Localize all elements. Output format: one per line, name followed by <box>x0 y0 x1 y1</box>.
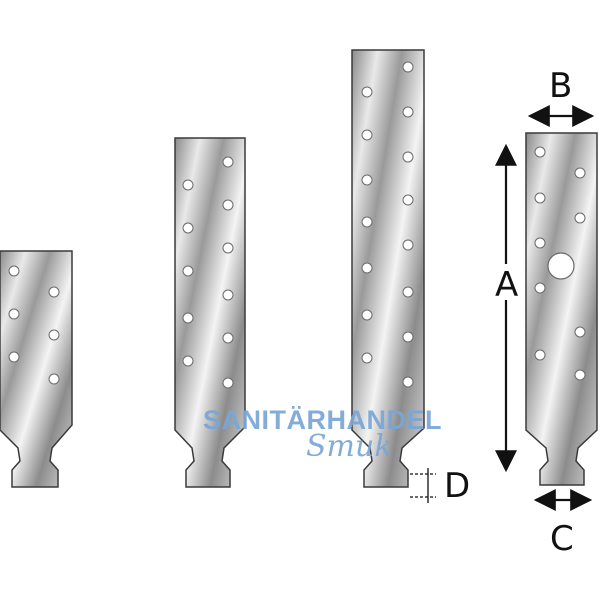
watermark-line1: SANITÄRHANDEL <box>203 405 442 435</box>
bracket-short-plate <box>0 250 73 488</box>
bracket-long <box>351 49 425 488</box>
bracket-short <box>0 250 73 488</box>
watermark: SANITÄRHANDEL Smuk <box>203 405 442 464</box>
watermark-line2: Smuk <box>306 429 393 464</box>
bracket-short-holes <box>8 265 60 385</box>
bracket-dimensioned-plate <box>525 132 598 486</box>
bracket-medium-holes <box>182 156 234 389</box>
dimension-label-b: B <box>549 66 572 106</box>
dimension-d-marks <box>410 468 436 503</box>
dimension-label-c: C <box>550 519 574 559</box>
dimension-a-arrow <box>494 143 520 473</box>
bracket-dimensioned <box>525 132 598 486</box>
dimension-label-a: A <box>495 265 518 305</box>
bracket-medium <box>174 137 246 488</box>
dimension-label-d: D <box>444 466 470 506</box>
bracket-long-holes <box>361 61 414 388</box>
large-hole <box>547 252 575 280</box>
bracket-dimensioned-holes <box>534 146 586 381</box>
